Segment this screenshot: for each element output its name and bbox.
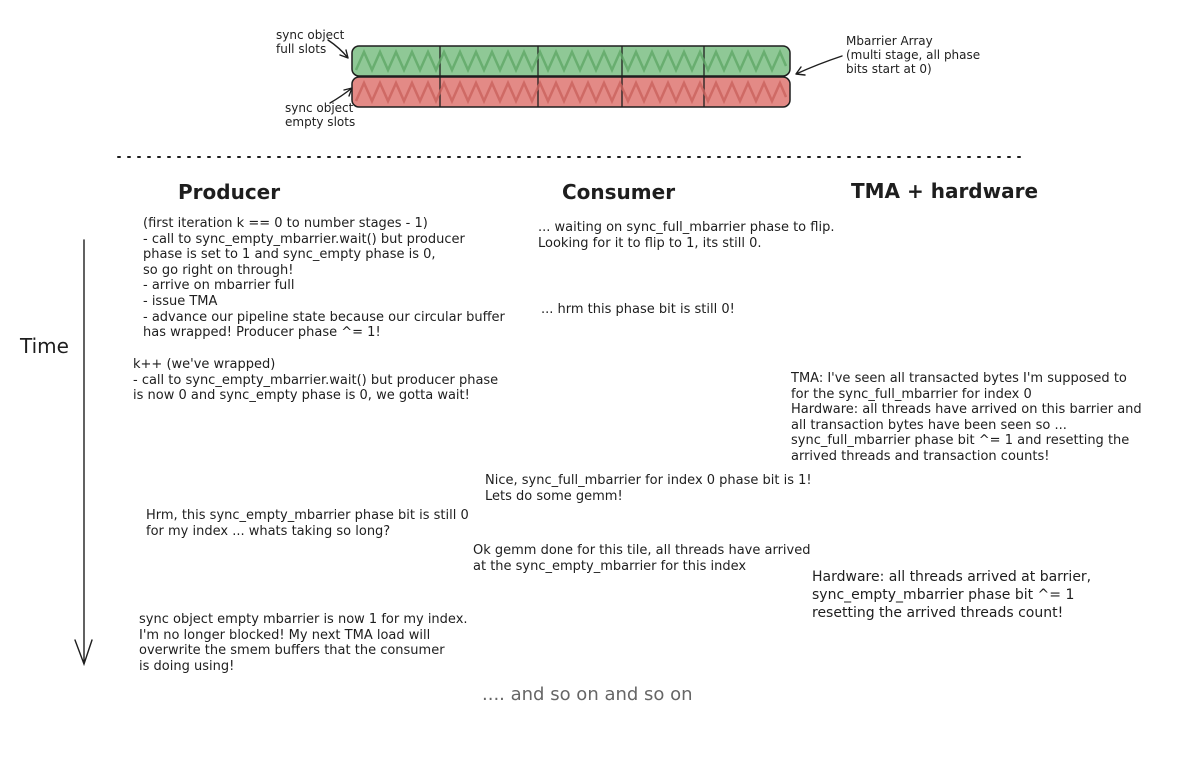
empty-label-arrow — [329, 87, 353, 104]
producer-note-first-iteration: (first iteration k == 0 to number stages… — [143, 216, 505, 341]
producer-header: Producer — [178, 180, 281, 204]
empty-slots-label: sync object empty slots — [285, 101, 356, 129]
tma-header: TMA + hardware — [851, 179, 1039, 203]
hardware-note-empty-flip: Hardware: all threads arrived at barrier… — [812, 569, 1092, 621]
consumer-header: Consumer — [562, 180, 676, 204]
full-slots-label: sync object full slots — [276, 28, 345, 56]
empty-hatch — [354, 79, 788, 105]
full-label-arrow — [327, 39, 349, 59]
producer-note-wrapped: k++ (we've wrapped) - call to sync_empty… — [133, 357, 499, 404]
array-label-arrow — [795, 55, 843, 76]
full-hatch — [354, 48, 788, 74]
producer-note-unblocked: sync object empty mbarrier is now 1 for … — [139, 612, 468, 674]
producer-note-still-zero: Hrm, this sync_empty_mbarrier phase bit … — [146, 508, 469, 539]
time-label: Time — [20, 334, 69, 358]
time-arrow — [74, 239, 93, 667]
consumer-note-waiting: ... waiting on sync_full_mbarrier phase … — [538, 220, 835, 251]
tma-note-full-flip: TMA: I've seen all transacted bytes I'm … — [791, 371, 1142, 464]
mbarrier-array-label: Mbarrier Array (multi stage, all phase b… — [846, 34, 981, 76]
consumer-note-still-zero: ... hrm this phase bit is still 0! — [541, 302, 735, 317]
mbarrier-array — [351, 45, 791, 108]
consumer-note-gemm-done: Ok gemm done for this tile, all threads … — [473, 543, 811, 574]
consumer-note-gemm-start: Nice, sync_full_mbarrier for index 0 pha… — [485, 473, 812, 504]
and-so-on-text: .... and so on and so on — [482, 684, 693, 705]
